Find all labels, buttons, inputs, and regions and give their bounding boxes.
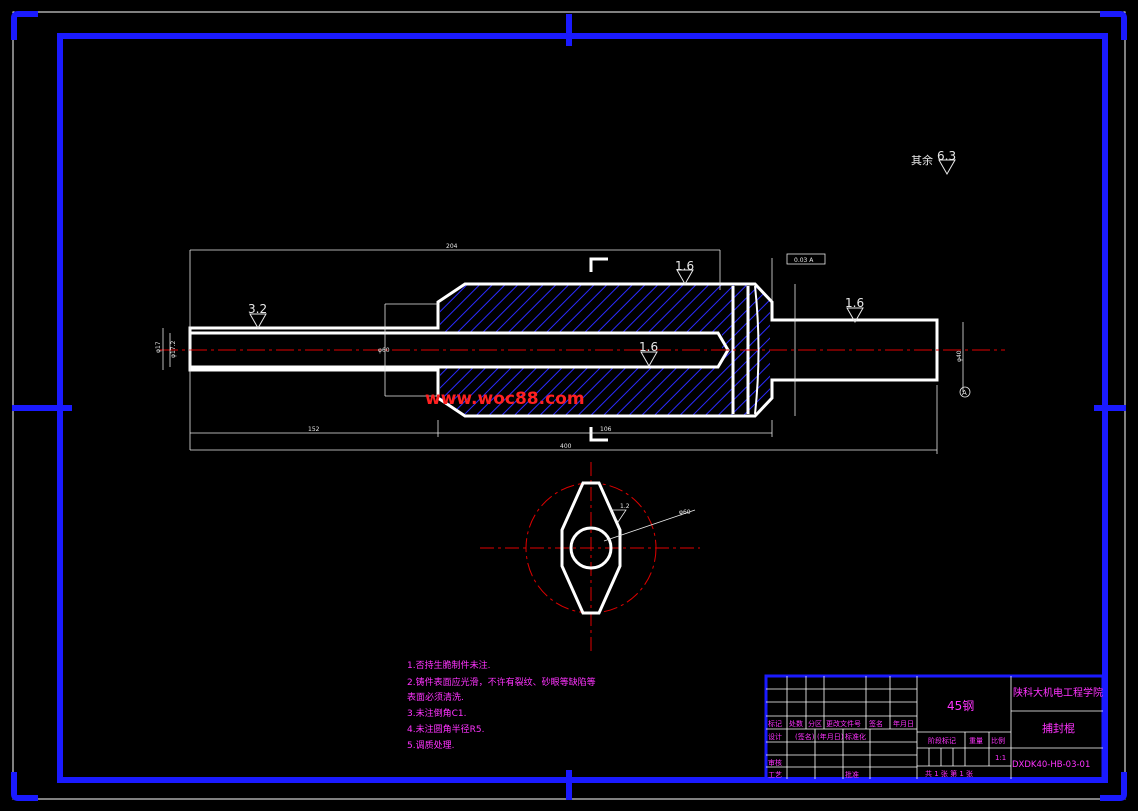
technical-notes: 1.否持生脆制件未注. 2.铸件表面应光滑，不许有裂纹、砂眼等缺陷等 表面必须清… xyxy=(407,659,596,751)
svg-text:设计: 设计 xyxy=(768,732,782,741)
surface-finish-shank: 3.2 xyxy=(248,302,267,330)
surface-finish-other: 6.3 其余 xyxy=(911,149,956,176)
dim-overall: 400 xyxy=(560,443,572,450)
section-mark-bottom xyxy=(589,427,608,442)
body-outline xyxy=(188,282,939,418)
svg-text:处数: 处数 xyxy=(789,719,803,728)
tolerance-text: 0.03 A xyxy=(794,257,814,264)
centering-marks xyxy=(12,14,1126,800)
svg-text:更改文件号: 更改文件号 xyxy=(826,719,861,728)
surface-finish-bore: 1.6 xyxy=(639,340,658,368)
material: 45钢 xyxy=(947,699,974,713)
svg-text:1.6: 1.6 xyxy=(845,296,864,310)
drawing-number: DXDK40-HB-03-01 xyxy=(1012,760,1090,770)
corner-marks xyxy=(11,11,1127,801)
svg-text:(签名): (签名) xyxy=(795,732,815,741)
dimension-lines xyxy=(162,249,964,454)
svg-text:重量: 重量 xyxy=(969,737,983,745)
main-view: 0.03 A A 204 152 106 400 φ60 φ17 φ17.2 φ… xyxy=(155,149,1005,454)
part-name: 捕封棍 xyxy=(1042,721,1075,735)
svg-text:审核: 审核 xyxy=(768,758,782,767)
svg-text:分区: 分区 xyxy=(808,719,822,728)
surface-finish-body: 1.6 xyxy=(675,259,694,286)
svg-text:1.6: 1.6 xyxy=(639,340,658,354)
svg-text:3.2: 3.2 xyxy=(248,302,267,316)
section-view: φ60 1.2 xyxy=(480,462,700,655)
svg-text:2.铸件表面应光滑，不许有裂纹、砂眼等缺陷等: 2.铸件表面应光滑，不许有裂纹、砂眼等缺陷等 xyxy=(407,676,596,688)
dim-body-length: 204 xyxy=(446,243,458,250)
dim-small-dia-a: φ17 xyxy=(155,341,162,353)
svg-text:阶段标记: 阶段标记 xyxy=(928,736,956,745)
section-mark-top xyxy=(589,257,608,272)
svg-text:4.未注圆角半径R5.: 4.未注圆角半径R5. xyxy=(407,723,484,735)
svg-text:3.未注倒角C1.: 3.未注倒角C1. xyxy=(407,707,466,719)
svg-text:1.6: 1.6 xyxy=(675,259,694,273)
watermark: www.woc88.com xyxy=(425,389,585,409)
svg-text:表面必须清洗.: 表面必须清洗. xyxy=(407,691,464,703)
svg-text:(年月日): (年月日) xyxy=(817,732,844,741)
head-arc xyxy=(754,285,760,415)
svg-text:6.3: 6.3 xyxy=(937,149,956,163)
body-hatch xyxy=(440,284,770,416)
svg-text:工艺: 工艺 xyxy=(768,771,782,779)
svg-text:1:1: 1:1 xyxy=(995,754,1006,762)
dim-body-mid: 106 xyxy=(600,426,612,433)
surface-finish-stem: 1.6 xyxy=(845,296,864,324)
section-angle: 1.2 xyxy=(620,503,630,510)
title-block: 标记 处数 分区 更改文件号 签名 年月日 设计 (签名) (年月日) 标准化 … xyxy=(764,674,1105,781)
dim-right-dia: φ40 xyxy=(956,350,963,362)
svg-text:批准: 批准 xyxy=(845,770,859,779)
dim-shank-length: 152 xyxy=(308,426,320,433)
datum-label: A xyxy=(962,389,967,397)
dim-head-dia: φ60 xyxy=(378,347,390,354)
svg-text:1.否持生脆制件未注.: 1.否持生脆制件未注. xyxy=(407,659,490,671)
svg-text:年月日: 年月日 xyxy=(893,719,914,728)
svg-text:其余: 其余 xyxy=(911,153,933,167)
svg-text:比例: 比例 xyxy=(991,736,1005,745)
dim-small-dia-b: φ17.2 xyxy=(170,341,177,359)
tolerance-frame xyxy=(786,253,826,265)
section-dia: φ60 xyxy=(679,509,691,516)
svg-text:标记: 标记 xyxy=(768,719,782,728)
svg-text:签名: 签名 xyxy=(869,719,883,728)
svg-text:共 1 张 第 1 张: 共 1 张 第 1 张 xyxy=(925,769,973,778)
datum-symbol xyxy=(959,386,971,398)
svg-text:标准化: 标准化 xyxy=(845,732,866,741)
school-name: 陕科大机电工程学院 xyxy=(1013,686,1103,699)
svg-text:5.调质处理.: 5.调质处理. xyxy=(407,739,454,751)
